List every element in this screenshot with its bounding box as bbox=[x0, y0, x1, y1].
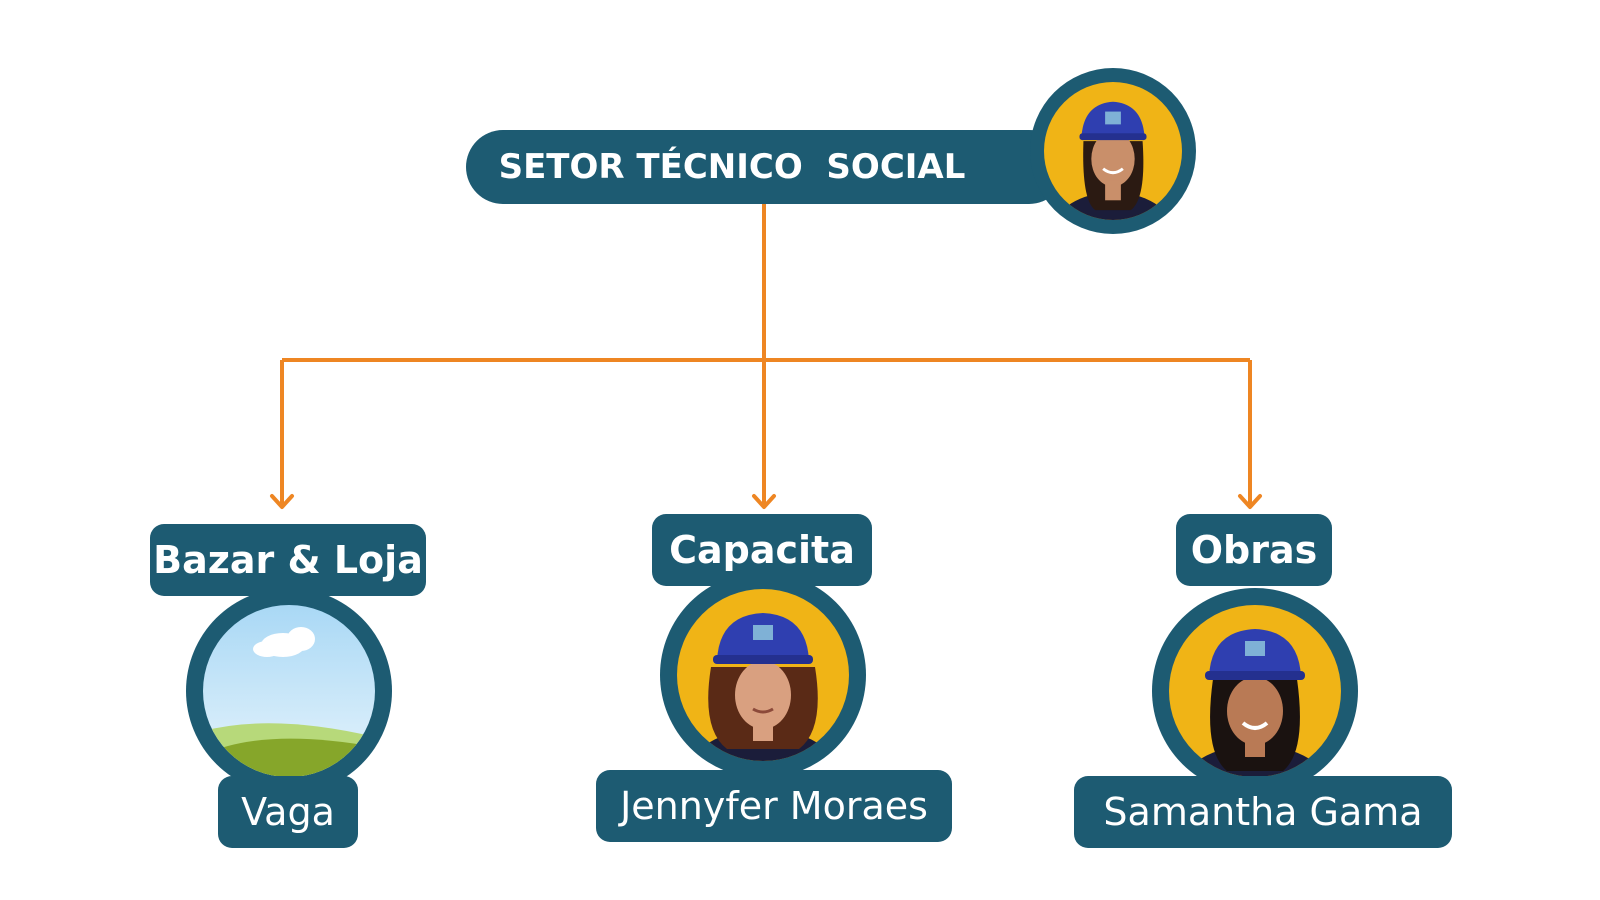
placeholder-landscape-icon bbox=[203, 605, 375, 777]
dept-obras-label: Obras bbox=[1176, 514, 1332, 586]
dept-obras-person: Samantha Gama bbox=[1074, 776, 1452, 848]
dept-bazar-person: Vaga bbox=[218, 776, 358, 848]
dept-bazar-label-text: Bazar & Loja bbox=[153, 538, 423, 582]
root-node: SETOR TÉCNICO SOCIAL bbox=[466, 130, 1066, 204]
arrow-head-obras bbox=[1238, 494, 1262, 509]
dept-bazar-person-text: Vaga bbox=[241, 790, 335, 834]
dept-obras-photo-ring bbox=[1152, 588, 1358, 794]
dept-obras-person-text: Samantha Gama bbox=[1103, 790, 1423, 834]
dept-capacita-label-text: Capacita bbox=[669, 528, 855, 572]
root-title: SETOR TÉCNICO SOCIAL bbox=[498, 147, 966, 187]
dept-obras-label-text: Obras bbox=[1190, 528, 1318, 572]
arrow-head-capacita bbox=[752, 494, 776, 509]
person-avatar-icon bbox=[1044, 82, 1182, 220]
person-avatar-icon bbox=[1169, 605, 1341, 777]
person-avatar-icon bbox=[677, 589, 849, 761]
dept-capacita-person-text: Jennyfer Moraes bbox=[620, 784, 928, 828]
root-photo-ring bbox=[1030, 68, 1196, 234]
dept-capacita-photo-ring bbox=[660, 572, 866, 778]
dept-bazar-photo-ring bbox=[186, 588, 392, 794]
dept-capacita-label: Capacita bbox=[652, 514, 872, 586]
dept-bazar-label: Bazar & Loja bbox=[150, 524, 426, 596]
arrow-head-bazar bbox=[270, 494, 294, 509]
dept-capacita-person: Jennyfer Moraes bbox=[596, 770, 952, 842]
